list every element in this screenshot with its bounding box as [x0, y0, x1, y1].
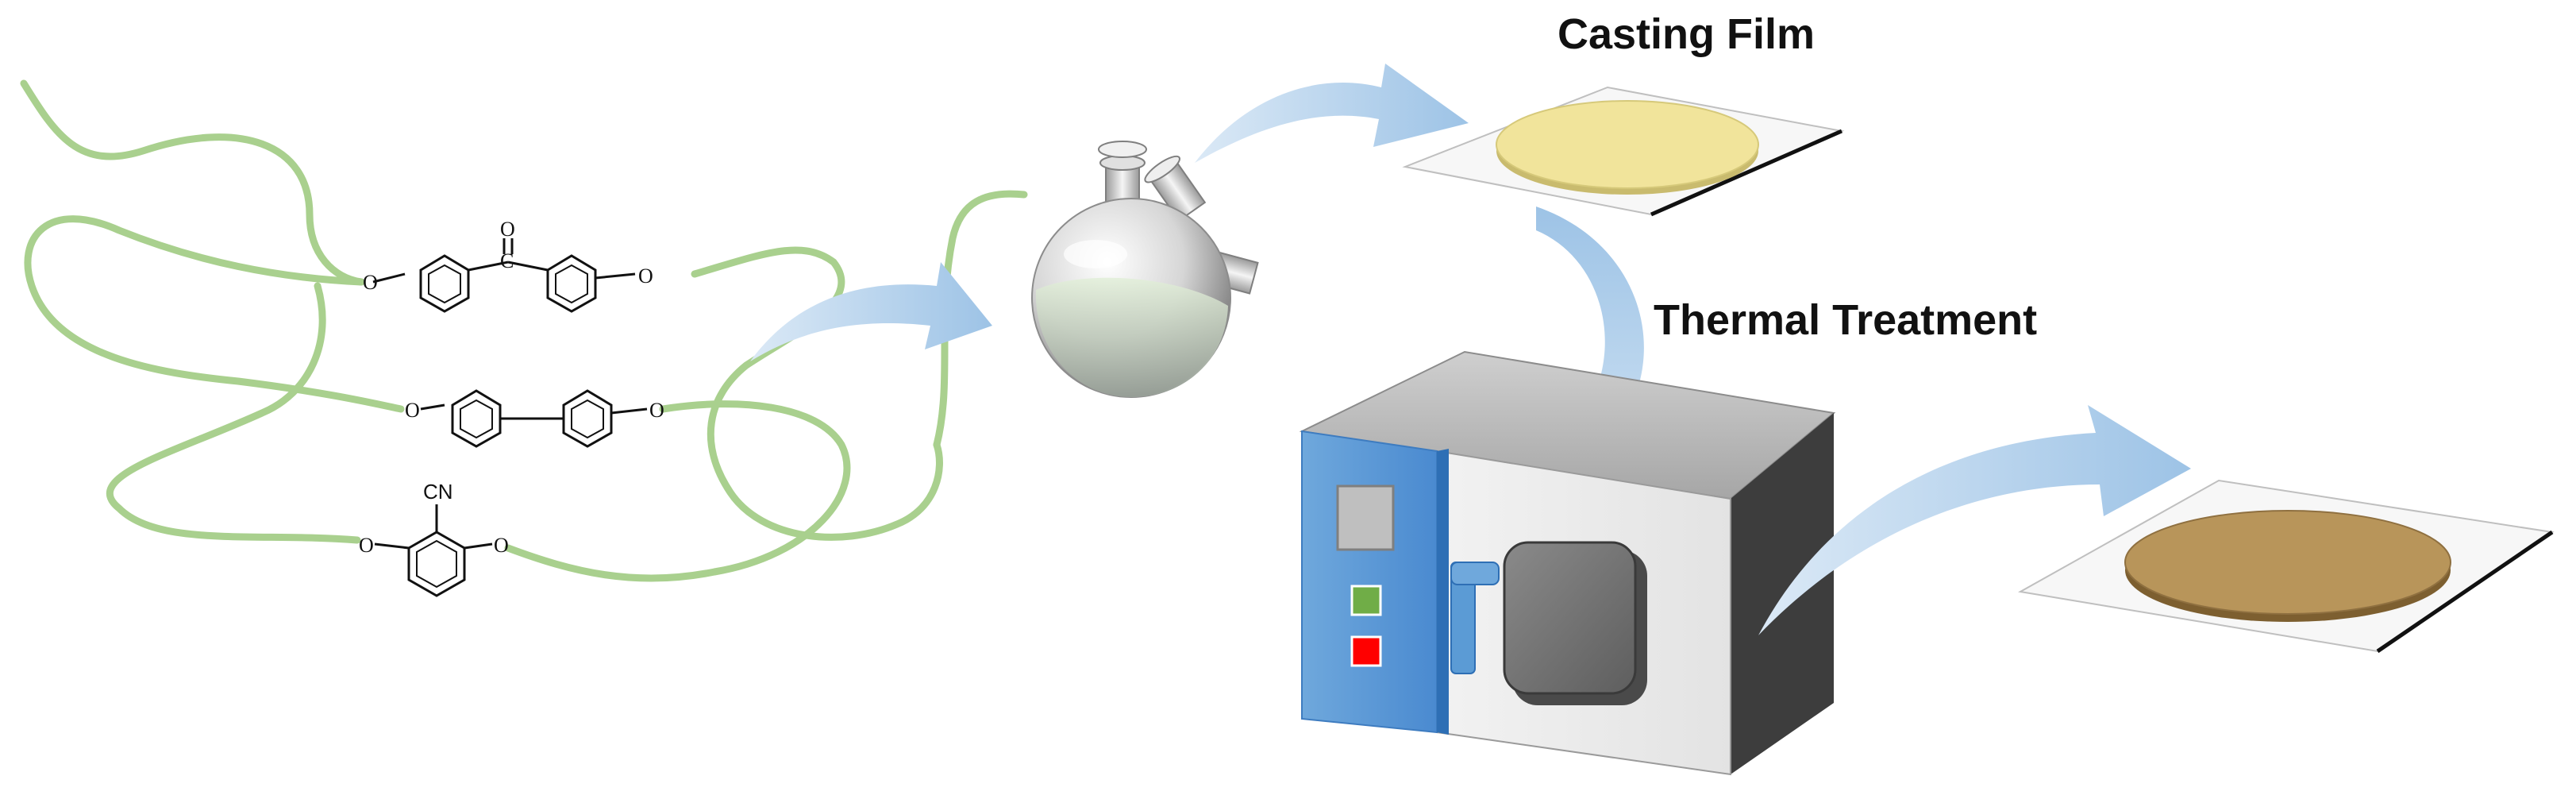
- casting-plate: [1402, 86, 1845, 217]
- polymer-chain-1: [20, 79, 365, 286]
- arrow-to-casting: [1195, 64, 1469, 163]
- oven-display: [1336, 484, 1395, 551]
- casting-film-label: Casting Film: [1558, 10, 1816, 58]
- carbon-atom: C: [500, 249, 514, 272]
- oxygen-atom: O: [363, 271, 378, 294]
- green-button: [1350, 585, 1382, 616]
- thermal-treatment-label: Thermal Treatment: [1654, 296, 2038, 344]
- oxygen-atom: O: [405, 399, 420, 422]
- polymer-chain-3: [106, 282, 361, 544]
- treated-film-plate: [2018, 479, 2555, 654]
- oven-window: [1503, 541, 1637, 695]
- polymer-chain-4: [691, 246, 943, 541]
- cyano-group: CN: [423, 480, 453, 504]
- oven-icon: [1299, 350, 1836, 776]
- benzophenone-unit: [372, 238, 636, 313]
- oxygen-atom: O: [649, 399, 664, 422]
- oxygen-atom: O: [359, 534, 374, 557]
- cyanophenyl-unit: [374, 504, 493, 597]
- round-bottom-flask-icon: [1031, 141, 1259, 398]
- biphenyl-unit: [420, 389, 648, 448]
- arrow-to-treated-film: [1758, 405, 2191, 635]
- oxygen-atom: O: [494, 534, 509, 557]
- polymer-chain-6: [933, 190, 1028, 449]
- polymer-chains: [20, 79, 1028, 582]
- oxygen-atom: O: [500, 218, 515, 241]
- arrow-to-flask: [750, 262, 992, 361]
- oven-handle: [1450, 562, 1500, 674]
- red-button: [1350, 635, 1382, 667]
- polymer-chain-5: [504, 400, 851, 582]
- polymer-chain-2: [24, 215, 405, 413]
- oxygen-atom: O: [638, 264, 653, 288]
